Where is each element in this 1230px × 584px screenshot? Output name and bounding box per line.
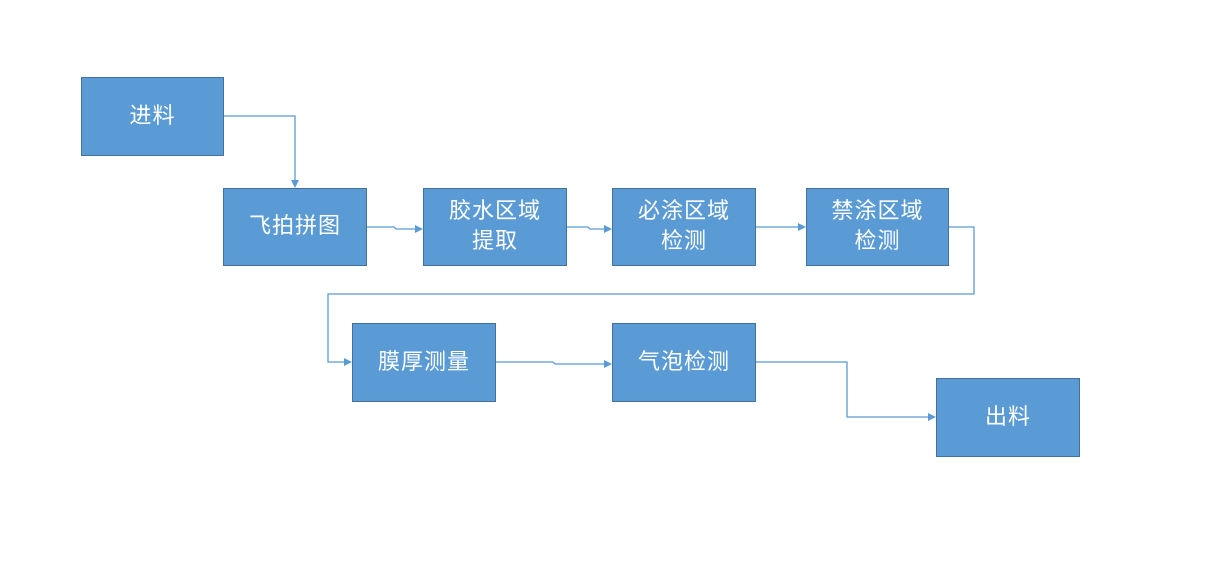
node-required-coating-detection: 必涂区域 检测 bbox=[612, 188, 756, 266]
node-film-thickness-measurement: 膜厚测量 bbox=[352, 323, 496, 402]
edge-fly-to-glue bbox=[367, 226, 416, 230]
node-bubble-detection: 气泡检测 bbox=[612, 323, 756, 402]
node-intake: 进料 bbox=[81, 77, 224, 156]
edge-film-to-bubble bbox=[496, 361, 605, 365]
node-fly-shot-stitching: 飞拍拼图 bbox=[223, 188, 367, 266]
node-output: 出料 bbox=[936, 378, 1080, 457]
edge-forbid-to-film bbox=[327, 226, 975, 363]
node-film-thickness-measurement-label: 膜厚测量 bbox=[377, 349, 470, 375]
node-forbidden-coating-detection: 禁涂区域 检测 bbox=[806, 188, 949, 266]
arrowhead-intake-to-fly bbox=[291, 180, 299, 188]
node-intake-label: 进料 bbox=[129, 103, 176, 129]
arrowhead-glue-to-must bbox=[604, 225, 612, 233]
node-bubble-detection-label: 气泡检测 bbox=[637, 349, 730, 375]
node-fly-shot-stitching-label: 飞拍拼图 bbox=[248, 214, 341, 239]
node-output-label: 出料 bbox=[984, 404, 1031, 430]
edge-intake-to-fly bbox=[224, 115, 296, 181]
arrowhead-bubble-to-out bbox=[928, 413, 936, 421]
node-glue-area-extraction: 胶水区域 提取 bbox=[423, 188, 567, 266]
arrowhead-fly-to-glue bbox=[415, 225, 423, 233]
node-forbidden-coating-detection-label: 禁涂区域 检测 bbox=[831, 199, 924, 254]
node-required-coating-detection-label: 必涂区域 检测 bbox=[637, 199, 730, 254]
arrowhead-forbid-to-film bbox=[344, 358, 352, 366]
arrowhead-must-to-forbid bbox=[798, 223, 806, 231]
node-glue-area-extraction-label: 胶水区域 提取 bbox=[448, 199, 541, 254]
edge-bubble-to-out bbox=[756, 361, 929, 418]
edge-glue-to-must bbox=[567, 226, 605, 230]
arrowhead-film-to-bubble bbox=[604, 360, 612, 368]
